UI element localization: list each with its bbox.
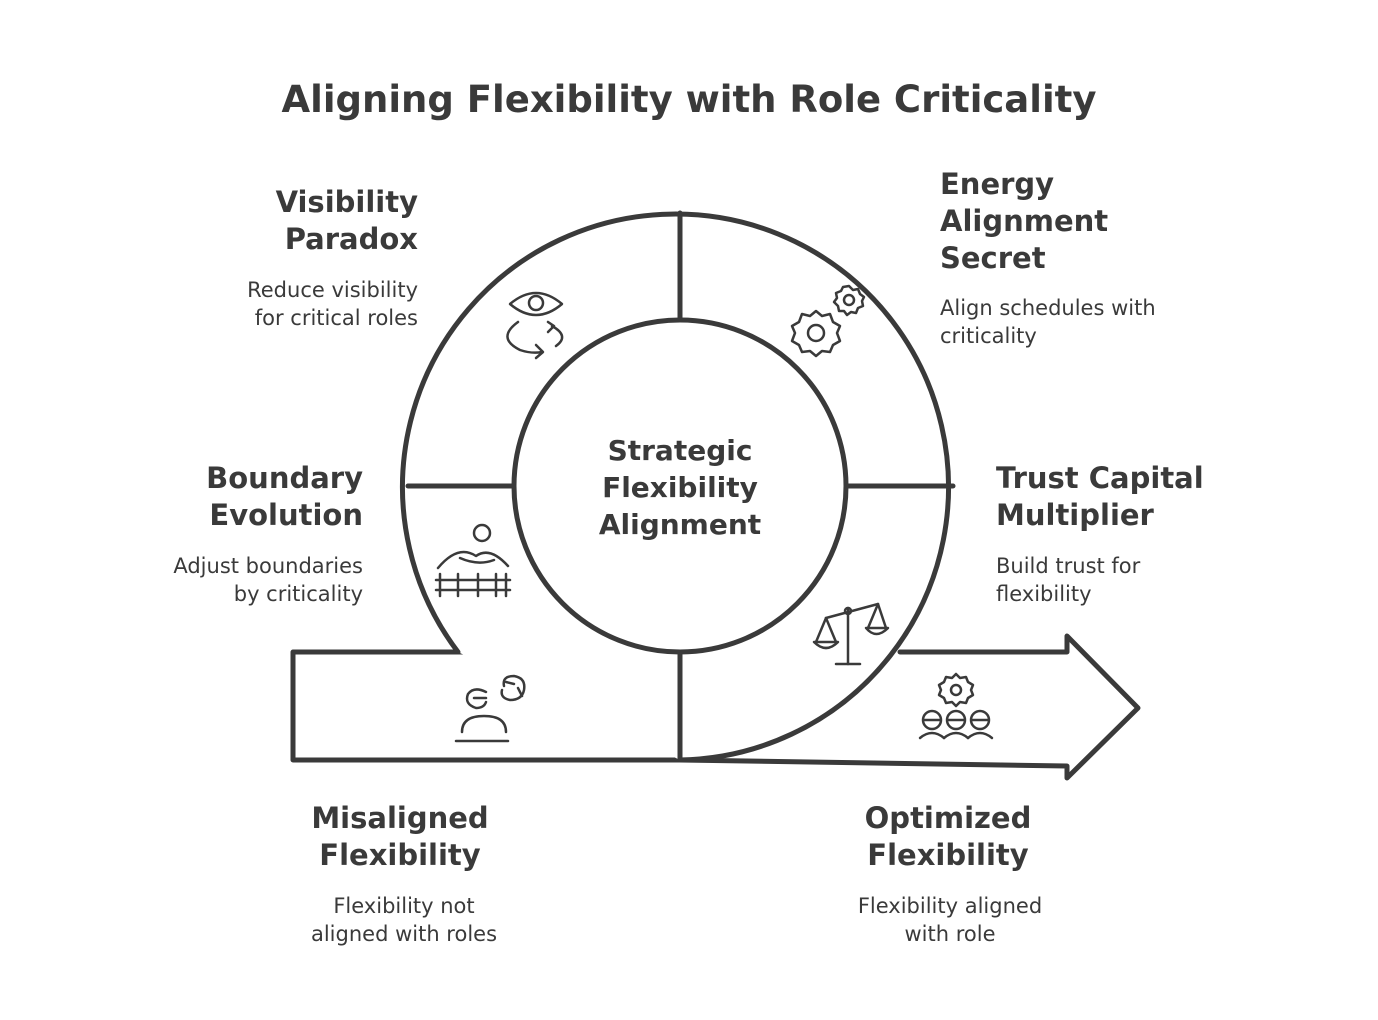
desc-line: criticality — [940, 324, 1037, 348]
desc-line: with role — [904, 922, 996, 946]
desc-line: Build trust for — [996, 554, 1141, 578]
heading-line: Paradox — [284, 222, 418, 256]
optimized-heading: Optimized Flexibility — [818, 800, 1078, 874]
optimized-desc: Flexibility aligned with role — [818, 892, 1082, 948]
heading-line: Boundary — [206, 461, 363, 495]
center-label-line: Alignment — [598, 508, 762, 541]
diagram-title: Aligning Flexibility with Role Criticali… — [281, 78, 1097, 121]
trust-capital-heading: Trust Capital Multiplier — [996, 460, 1296, 534]
person-refresh-icon — [454, 674, 526, 743]
eye-cycle-icon — [506, 291, 564, 360]
heading-line: Optimized — [864, 801, 1032, 835]
misaligned-heading: Misaligned Flexibility — [270, 800, 530, 874]
desc-line: Flexibility aligned — [857, 894, 1043, 918]
center-label-line: Strategic — [607, 434, 753, 467]
desc-line: aligned with roles — [310, 922, 498, 946]
team-gear-icon — [918, 672, 994, 740]
desc-line: Align schedules with — [940, 296, 1156, 320]
desc-line: for critical roles — [254, 306, 418, 330]
heading-line: Flexibility — [319, 838, 481, 872]
flow-arrow-head — [677, 633, 1141, 781]
desc-line: flexibility — [996, 582, 1092, 606]
desc-line: Adjust boundaries — [173, 554, 363, 578]
desc-line: Reduce visibility — [247, 278, 418, 302]
misaligned-desc: Flexibility not aligned with roles — [270, 892, 538, 948]
desc-line: by criticality — [233, 582, 363, 606]
center-label-line: Flexibility — [602, 471, 758, 504]
energy-alignment-heading: Energy Alignment Secret — [940, 166, 1240, 277]
heading-line: Energy — [940, 167, 1055, 201]
scales-icon — [812, 602, 890, 666]
boundary-evolution-desc: Adjust boundaries by criticality — [110, 552, 363, 608]
desc-line: Flexibility not — [333, 894, 475, 918]
heading-line: Evolution — [209, 498, 363, 532]
visibility-paradox-desc: Reduce visibility for critical roles — [160, 276, 418, 332]
heading-line: Misaligned — [311, 801, 489, 835]
visibility-paradox-heading: Visibility Paradox — [160, 184, 418, 258]
heading-line: Secret — [940, 241, 1046, 275]
heading-line: Visibility — [275, 185, 418, 219]
heading-line: Trust Capital — [996, 461, 1204, 495]
heading-line: Alignment — [940, 204, 1109, 238]
energy-alignment-desc: Align schedules with criticality — [940, 294, 1240, 350]
gears-icon — [790, 284, 866, 358]
heading-line: Flexibility — [867, 838, 1029, 872]
landscape-fence-icon — [434, 523, 512, 598]
heading-line: Multiplier — [996, 498, 1154, 532]
boundary-evolution-heading: Boundary Evolution — [110, 460, 363, 534]
trust-capital-desc: Build trust for flexibility — [996, 552, 1296, 608]
center-label: Strategic Flexibility Alignment — [555, 432, 805, 543]
